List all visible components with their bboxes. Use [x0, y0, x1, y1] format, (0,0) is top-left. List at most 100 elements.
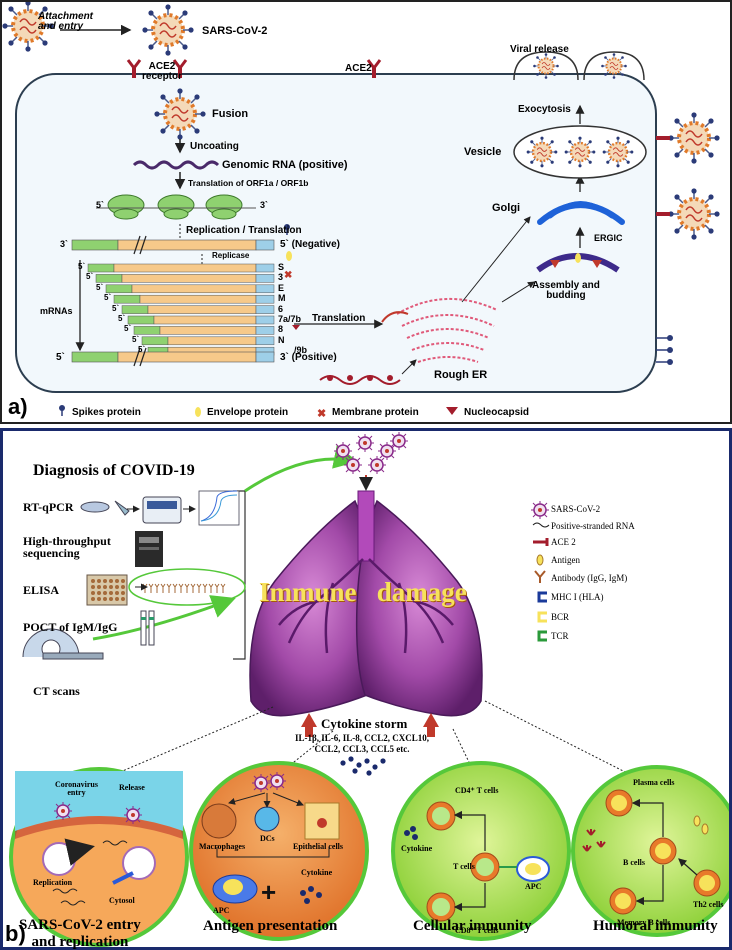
elisa-well [103, 579, 107, 583]
c2-apc: APC [213, 906, 230, 915]
cytokine-dot [348, 756, 354, 762]
rt-qpcr-icons [80, 490, 240, 526]
mrna-leader [113, 294, 141, 304]
five-prime-positive: 5` [56, 352, 65, 363]
positive-label: 3` (Positive) [280, 352, 337, 363]
gene-label: M [278, 293, 286, 304]
mrna-five-prime: 5` [86, 272, 94, 282]
viral-release-bud [513, 51, 579, 81]
legend-antigen-label: Antigen [551, 555, 580, 565]
elisa-well [109, 579, 113, 583]
virus-particle-icon [343, 455, 363, 475]
legend-rna-label: Positive-stranded RNA [551, 521, 635, 531]
elisa-well [97, 597, 101, 601]
mrna-leader [121, 305, 149, 314]
elisa-well [91, 597, 95, 601]
elisa-well [115, 579, 119, 583]
panel-b-label: b) [5, 921, 26, 946]
legend-bcr-label: BCR [551, 612, 570, 622]
cytokine-dot [352, 768, 358, 774]
elisa-well [115, 597, 119, 601]
elisa-well [115, 591, 119, 595]
mrna-five-prime: 5` [104, 293, 112, 303]
elisa-well [103, 585, 107, 589]
mrna-tail [255, 284, 275, 294]
elisa-antibody [160, 583, 166, 593]
method-poct: POCT of IgM/IgG [23, 620, 118, 634]
lungs-icon [249, 490, 483, 717]
c2-epithelial: Epithelial cells [293, 842, 343, 851]
negative-label: 5` (Negative) [280, 239, 341, 250]
elisa-well [91, 579, 95, 583]
elisa-well [121, 585, 125, 589]
mrna-five-prime: 5` [112, 303, 120, 313]
sequencer-icon [135, 531, 163, 567]
translation-orf-label: Translation of ORF1a / ORF1b [188, 178, 309, 188]
c2-macrophages: Macrophages [199, 842, 246, 851]
mrna-body [121, 274, 257, 283]
replication-translation-label: Replication / Translation [186, 225, 302, 236]
ergic-label: ERGIC [594, 233, 623, 243]
elisa-antibody [184, 583, 190, 593]
circle-antigen: + [189, 761, 369, 941]
mrna-body [167, 336, 257, 346]
legend-ace2-icon [533, 538, 549, 546]
elisa-well [121, 597, 125, 601]
cell-membrane [15, 73, 657, 393]
legend-ace2-label: ACE 2 [551, 537, 576, 547]
gene-label: 7a/7b [278, 314, 302, 324]
cytokine-dot [340, 760, 346, 766]
five-prime-top: 5` [96, 200, 105, 210]
cytokine-dot [364, 758, 370, 764]
legend-envelope-label: Envelope protein [207, 407, 289, 418]
released-virus-icon [666, 110, 722, 166]
elisa-antibody [202, 583, 208, 593]
c4-plasma: Plasma cells [633, 778, 675, 787]
elisa-well [91, 591, 95, 595]
mrna-five-prime: 5` [78, 262, 86, 271]
legend-mhc-label: MHC I (HLA) [551, 592, 604, 602]
gene-label: E [278, 282, 285, 293]
cytokine-dot [372, 764, 378, 770]
c3-cd4: CD4⁺ T cells [455, 786, 499, 795]
legend-membrane-icon: ✖ [317, 408, 326, 420]
legend-envelope-icon [195, 407, 201, 417]
elisa-well [121, 579, 125, 583]
genomic-rna-label: Genomic RNA (positive) [222, 159, 348, 171]
panel-a-diagram: ✖ [2, 2, 722, 420]
c3-title: Cellular immunity [413, 918, 532, 934]
legend-tcr-icon [537, 630, 547, 642]
mrna-tail [255, 263, 275, 273]
virus-particle-icon [333, 441, 353, 461]
c4-bcells: B cells [623, 858, 645, 867]
svg-text:✖: ✖ [284, 270, 292, 281]
ribosomes-icon [107, 194, 243, 220]
gene-label: 3 [278, 272, 284, 283]
elisa-well [97, 591, 101, 595]
elisa-antibody [190, 583, 196, 593]
gene-label: 8 [278, 324, 284, 335]
mrna-leader [105, 284, 133, 294]
elisa-antibody [148, 583, 154, 593]
mrna-rows [87, 263, 275, 356]
envelope-gene-icon [286, 251, 292, 261]
legend-antibody-icon [534, 570, 546, 583]
elisa-well [121, 591, 125, 595]
virus-particle-icon [389, 431, 409, 451]
virus-particle-icon [377, 441, 397, 461]
elisa-icon [86, 568, 246, 606]
svg-text:+: + [261, 877, 276, 907]
legend-antibody-label: Antibody (IgG, IgM) [551, 573, 628, 583]
golgi-label: Golgi [492, 202, 521, 214]
cytokine-dot [366, 770, 372, 776]
c1-release: Release [119, 783, 145, 792]
c3-cytokine: Cytokine [401, 844, 433, 853]
virus-icon [140, 2, 196, 58]
rough-er-label: Rough ER [434, 369, 488, 381]
three-prime-top: 3` [260, 200, 269, 210]
viruses-top-icon [333, 431, 409, 475]
elisa-well [109, 597, 113, 601]
legend-tcr-label: TCR [551, 631, 569, 641]
elisa-well [91, 585, 95, 589]
elisa-antibody [178, 583, 184, 593]
